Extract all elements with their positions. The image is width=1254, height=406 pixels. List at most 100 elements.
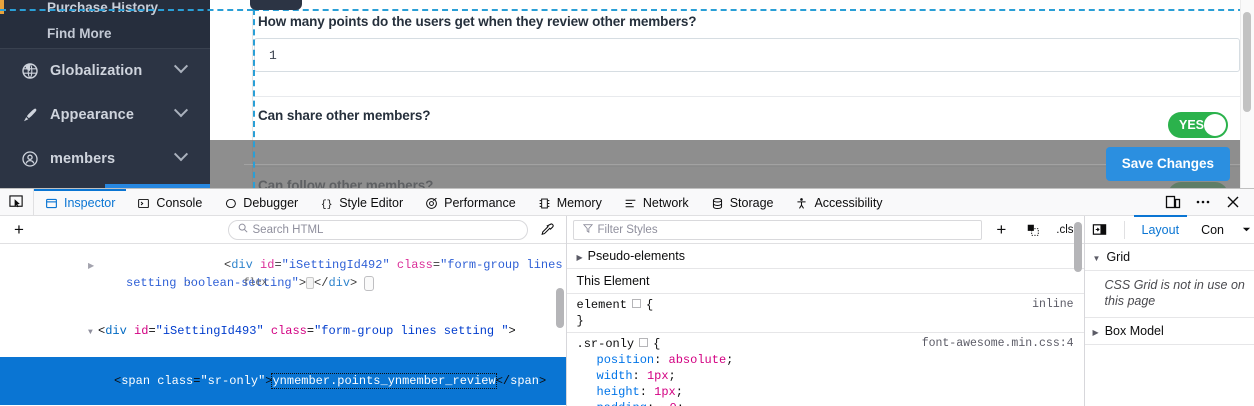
performance-icon: [425, 197, 438, 210]
setting-row-share: Can share other members?: [254, 108, 1240, 123]
close-icon[interactable]: [1218, 189, 1248, 216]
add-new-rule-button[interactable]: +: [988, 219, 1014, 241]
element-picker-icon[interactable]: [0, 189, 34, 215]
tab-debugger[interactable]: Debugger: [213, 189, 309, 215]
markup-line[interactable]: <div id="iSettingId493" class="form-grou…: [0, 307, 566, 357]
sidebar-item-label: Appearance: [50, 107, 134, 123]
search-html-placeholder: Search HTML: [253, 224, 324, 236]
rule-selector[interactable]: element: [577, 298, 627, 312]
console-icon: [137, 197, 150, 210]
markup-line[interactable]: <div id="iSettingId492" class="form-grou…: [0, 244, 566, 307]
sidebar-item-label: Globalization: [50, 63, 142, 79]
rule-highlighter-checkbox[interactable]: [632, 299, 641, 308]
markup-scrollbar-track[interactable]: [554, 244, 566, 406]
css-value[interactable]: 0: [670, 401, 677, 406]
toggle-knob: [1204, 114, 1226, 136]
css-value[interactable]: absolute: [669, 353, 727, 367]
rules-list[interactable]: ▶Pseudo-elements This Element element{ i…: [567, 244, 1084, 406]
settings-form-content: How many points do the users get when th…: [210, 0, 1254, 188]
setting-label: Can follow other members?: [254, 178, 1240, 188]
tab-computed[interactable]: Con: [1193, 216, 1232, 244]
page-scrollbar-track[interactable]: [1240, 0, 1254, 188]
css-rule-sr-only[interactable]: .sr-only{ font-awesome.min.css:4 positio…: [567, 333, 1084, 406]
box-model-section-header[interactable]: ▶Box Model: [1085, 318, 1254, 345]
tab-layout[interactable]: Layout: [1134, 215, 1188, 243]
search-html-input[interactable]: Search HTML: [228, 220, 528, 240]
rule-origin[interactable]: font-awesome.min.css:4: [922, 336, 1074, 352]
css-property[interactable]: width: [577, 368, 633, 384]
content-left-gutter: [210, 0, 253, 188]
css-property[interactable]: position: [577, 352, 655, 368]
save-changes-button[interactable]: Save Changes: [1106, 147, 1230, 181]
setting-row-points: How many points do the users get when th…: [254, 14, 1240, 72]
expand-arrow-icon[interactable]: [214, 257, 224, 275]
toggle-label: YES: [1168, 118, 1204, 132]
chevron-down-icon: [174, 147, 188, 161]
markup-line-selected[interactable]: <span class="sr-only">ynmember.points_yn…: [0, 357, 566, 405]
collapse-arrow-icon[interactable]: [88, 323, 98, 341]
tab-performance[interactable]: Performance: [414, 189, 527, 215]
tab-console[interactable]: Console: [126, 189, 213, 215]
rule-highlighter-checkbox[interactable]: [639, 338, 648, 347]
eyedropper-icon[interactable]: [534, 223, 560, 237]
globe-icon: [18, 63, 42, 79]
meatball-menu-icon[interactable]: [1188, 189, 1218, 216]
inspector-icon: [45, 197, 58, 210]
print-styles-icon[interactable]: [1020, 223, 1046, 237]
css-property[interactable]: height: [577, 384, 640, 400]
section-label: Pseudo-elements: [588, 249, 685, 263]
markup-scrollbar-thumb[interactable]: [556, 288, 564, 328]
chevron-down-icon[interactable]: [1238, 216, 1254, 243]
toggle-sidebar-icon[interactable]: [1085, 216, 1115, 243]
markup-tree[interactable]: <div id="iSettingId492" class="form-grou…: [0, 244, 566, 406]
pseudo-elements-section[interactable]: ▶Pseudo-elements: [567, 244, 1084, 269]
sidebar-accent-marker: [0, 0, 4, 14]
svg-text:{}: {}: [321, 198, 333, 209]
sidebar-item-appearance[interactable]: Appearance: [0, 93, 210, 137]
responsive-design-mode-icon[interactable]: [1158, 189, 1188, 216]
tab-label: Console: [156, 196, 202, 210]
rules-pane: Filter Styles + .cls ▶Pseudo-elements Th…: [567, 216, 1085, 406]
css-property[interactable]: padding: [577, 400, 647, 406]
css-value[interactable]: 1px: [647, 369, 669, 383]
layout-content: ▼Grid CSS Grid is not in use on this pag…: [1085, 244, 1254, 345]
tab-inspector[interactable]: Inspector: [34, 189, 126, 215]
rules-toolbar: Filter Styles + .cls: [567, 216, 1084, 244]
devtools-body: + Search HTML <div id="iSettingId492" cl…: [0, 216, 1254, 406]
tab-accessibility[interactable]: Accessibility: [784, 189, 893, 215]
filter-styles-placeholder: Filter Styles: [598, 224, 658, 236]
tab-label: Accessibility: [814, 196, 882, 210]
tab-label: Storage: [730, 196, 774, 210]
devtools-tabbar: Inspector Console Debugger {} Style Edit…: [0, 189, 1254, 216]
sidebar-item-globalization[interactable]: Globalization: [0, 49, 210, 93]
rule-selector[interactable]: .sr-only: [577, 337, 635, 351]
tab-memory[interactable]: Memory: [527, 189, 613, 215]
devtools-tabbar-actions: [1158, 189, 1254, 215]
debugger-icon: [224, 197, 237, 210]
chevron-down-icon: ▼: [1093, 254, 1101, 263]
points-value-input[interactable]: 1: [254, 38, 1240, 72]
grid-section-header[interactable]: ▼Grid: [1085, 244, 1254, 271]
page-scrollbar-thumb[interactable]: [1243, 12, 1251, 112]
form-area: How many points do the users get when th…: [254, 0, 1240, 188]
markup-pane: + Search HTML <div id="iSettingId492" cl…: [0, 216, 567, 406]
add-node-button[interactable]: +: [6, 219, 32, 241]
filter-styles-input[interactable]: Filter Styles: [573, 220, 983, 240]
sidebar-item-members[interactable]: members: [0, 137, 210, 181]
rules-scrollbar-thumb[interactable]: [1074, 244, 1082, 272]
filter-icon: [583, 223, 593, 236]
grid-empty-note: CSS Grid is not in use on this page: [1085, 271, 1254, 318]
tab-network[interactable]: Network: [613, 189, 700, 215]
markup-toolbar: + Search HTML: [0, 216, 566, 244]
user-circle-icon: [18, 151, 42, 167]
tab-style-editor[interactable]: {} Style Editor: [309, 189, 414, 215]
tab-storage[interactable]: Storage: [700, 189, 785, 215]
setting-row-follow: Can follow other members?: [254, 178, 1240, 188]
layout-toolbar: Layout Con: [1085, 216, 1254, 244]
css-value[interactable]: 1px: [654, 385, 676, 399]
rule-origin[interactable]: inline: [1032, 297, 1073, 313]
css-rule-element[interactable]: element{ inline }: [567, 294, 1084, 333]
share-members-toggle[interactable]: YES: [1168, 112, 1228, 138]
sidebar-item-find-more[interactable]: Find More: [0, 21, 210, 48]
setting-label: How many points do the users get when th…: [254, 14, 1240, 29]
